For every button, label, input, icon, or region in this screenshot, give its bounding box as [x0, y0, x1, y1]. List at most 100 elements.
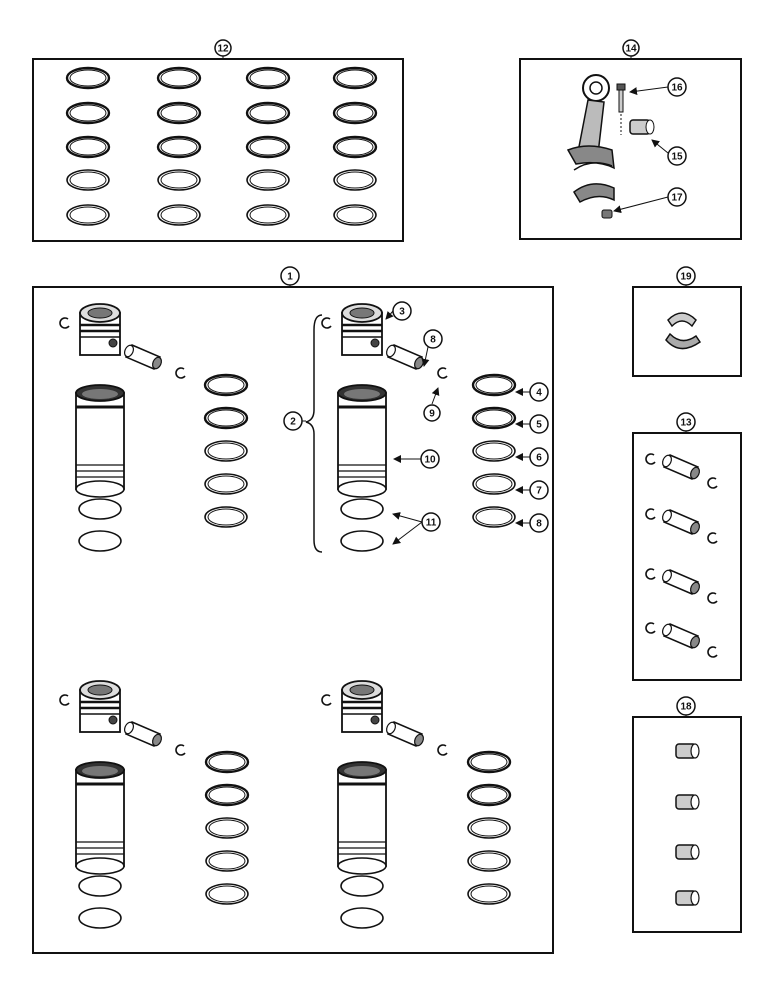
- snap-ring: [645, 622, 656, 634]
- callout-11-label: 11: [426, 518, 437, 529]
- callout-6[interactable]: 6: [515, 447, 549, 467]
- seal-ring: [340, 875, 384, 897]
- callout-19-label: 19: [680, 272, 692, 283]
- cylinder-kit: [59, 680, 250, 929]
- bushing: [675, 890, 700, 906]
- piston: [79, 303, 121, 356]
- piston-ring: [205, 883, 249, 905]
- box-12-ring-sets: [32, 58, 404, 242]
- piston-ring: [205, 850, 249, 872]
- box-18-bushings: [632, 716, 742, 933]
- rod-bushing: [629, 119, 655, 135]
- piston-ring: [472, 440, 516, 462]
- piston-ring: [157, 169, 201, 191]
- snap-ring: [175, 744, 186, 756]
- callout-15[interactable]: 15: [651, 139, 687, 166]
- piston-ring: [157, 204, 201, 226]
- pin-set-13: [645, 453, 718, 658]
- callout-10[interactable]: 10: [393, 449, 440, 469]
- box-14-connecting-rod: [519, 58, 742, 240]
- callout-19[interactable]: 19: [676, 266, 696, 288]
- callout-1-label: 1: [287, 272, 293, 283]
- cylinder-kit: [59, 303, 249, 552]
- callout-14-label: 14: [625, 44, 637, 55]
- callout-3-label: 3: [399, 307, 405, 318]
- piston-pin: [124, 344, 162, 370]
- piston-ring: [467, 850, 511, 872]
- callout-7[interactable]: 7: [515, 480, 549, 500]
- piston-ring: [245, 135, 291, 159]
- piston-ring: [467, 883, 511, 905]
- callout-5-label: 5: [536, 420, 542, 431]
- callout-17[interactable]: 17: [613, 187, 687, 214]
- piston-ring: [333, 204, 377, 226]
- piston-pin: [124, 721, 162, 747]
- cylinder-liner: [337, 384, 387, 498]
- snap-ring: [707, 646, 718, 658]
- piston-ring: [332, 135, 378, 159]
- ring-grid-12: [65, 66, 378, 226]
- piston-ring: [203, 406, 249, 430]
- piston-pin: [386, 344, 424, 370]
- callout-3[interactable]: 3: [385, 301, 412, 321]
- bushing-set-18: [675, 743, 700, 906]
- callout-4[interactable]: 4: [515, 382, 549, 402]
- cylinder-kit: [321, 303, 517, 552]
- piston-pin: [662, 454, 700, 480]
- kit-2-brace: [305, 314, 323, 553]
- piston-ring: [246, 169, 290, 191]
- piston-ring: [472, 506, 516, 528]
- piston-ring: [332, 101, 378, 125]
- seal-ring: [340, 530, 384, 552]
- callout-12[interactable]: 12: [214, 39, 232, 60]
- rod-nut: [601, 209, 613, 219]
- piston: [341, 303, 383, 356]
- cylinder-liner: [75, 384, 125, 498]
- piston-ring: [466, 750, 512, 774]
- piston-ring: [204, 783, 250, 807]
- callout-1[interactable]: 1: [280, 266, 300, 288]
- snap-ring: [321, 317, 332, 329]
- cylinder-liner: [75, 761, 125, 875]
- callout-8a[interactable]: 8: [421, 329, 443, 367]
- connecting-rod: [566, 74, 615, 171]
- callout-16-label: 16: [671, 83, 683, 94]
- snap-ring: [645, 568, 656, 580]
- piston-ring: [66, 204, 110, 226]
- callout-16[interactable]: 16: [629, 77, 687, 97]
- callout-15-label: 15: [671, 152, 683, 163]
- kit-group: [59, 303, 517, 929]
- callout-8a-label: 8: [430, 335, 436, 346]
- callout-11[interactable]: 11: [392, 512, 441, 545]
- snap-ring: [59, 694, 70, 706]
- snap-ring: [59, 317, 70, 329]
- piston-pin: [662, 623, 700, 649]
- piston-ring: [471, 373, 517, 397]
- callout-14[interactable]: 14: [622, 39, 640, 60]
- callout-18-label: 18: [680, 702, 692, 713]
- seal-ring: [78, 498, 122, 520]
- callout-4-label: 4: [536, 388, 542, 399]
- callout-2[interactable]: 2: [283, 411, 306, 431]
- seal-ring: [340, 498, 384, 520]
- box-19-bearings: [632, 286, 742, 377]
- snap-ring: [645, 453, 656, 465]
- snap-ring: [175, 367, 186, 379]
- callout-18[interactable]: 18: [676, 696, 696, 718]
- piston-ring: [246, 204, 290, 226]
- bushing: [675, 844, 700, 860]
- piston-ring: [472, 473, 516, 495]
- piston-ring: [65, 101, 111, 125]
- snap-ring: [707, 477, 718, 489]
- callout-2-label: 2: [290, 417, 296, 428]
- piston-ring: [66, 169, 110, 191]
- callout-8b[interactable]: 8: [515, 513, 549, 533]
- callout-13[interactable]: 13: [676, 412, 696, 434]
- piston-ring: [466, 783, 512, 807]
- callout-5[interactable]: 5: [515, 414, 549, 434]
- piston-ring: [203, 373, 249, 397]
- piston-ring: [332, 66, 378, 90]
- callout-9[interactable]: 9: [423, 387, 441, 422]
- piston: [79, 680, 121, 733]
